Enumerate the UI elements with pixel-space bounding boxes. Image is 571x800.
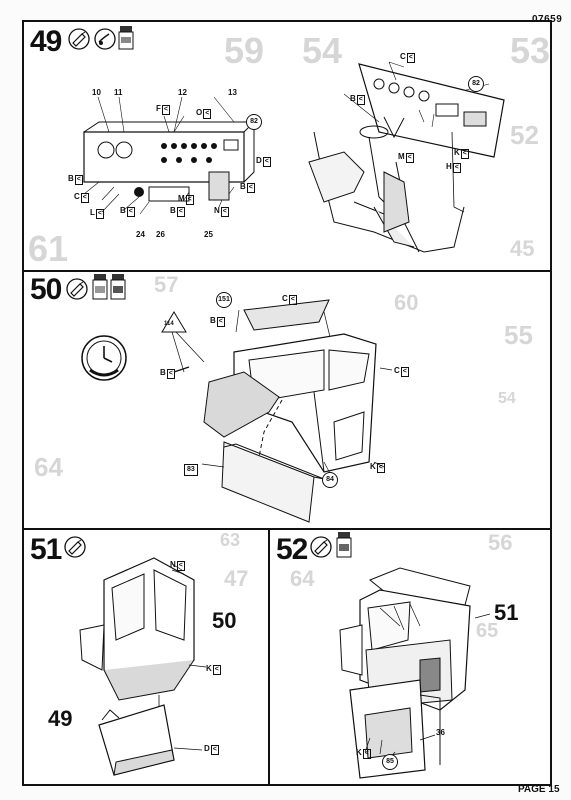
part-callout: 85: [382, 754, 398, 770]
part-number: 114: [164, 321, 174, 327]
letter-marker: B<: [120, 206, 135, 217]
part-number: 13: [228, 88, 237, 97]
part-callout: 82: [468, 76, 484, 92]
part-number: 11: [114, 88, 123, 97]
part-number: 25: [204, 230, 213, 239]
part-number: 24: [136, 230, 145, 239]
letter-marker: H<: [446, 162, 461, 173]
letter-marker: D<: [256, 156, 271, 167]
kit-reference: 07659: [532, 14, 562, 25]
letter-marker: B<: [350, 94, 365, 105]
part-number: 36: [436, 728, 445, 737]
dashboard-diagram: [83, 61, 505, 253]
cab-dash-fit-diagram: [339, 567, 491, 779]
letter-marker: N<: [214, 206, 229, 217]
letter-marker: D<: [204, 744, 219, 755]
letter-marker: B<: [240, 182, 255, 193]
letter-marker: K<: [454, 148, 469, 159]
letter-marker: L<: [90, 208, 104, 219]
letter-marker: K<: [370, 462, 385, 473]
letter-marker: B<: [170, 206, 185, 217]
step-number: 49: [30, 25, 62, 58]
part-number: 26: [156, 230, 165, 239]
step-number: 50: [30, 273, 62, 306]
letter-marker: M<: [178, 194, 194, 205]
letter-marker: C<: [400, 52, 415, 63]
part-callout: 84: [322, 472, 338, 488]
letter-marker: C<: [74, 192, 89, 203]
part-box-label: 83: [184, 464, 198, 476]
part-callout: 151: [216, 292, 232, 308]
step-reference: 51: [494, 600, 519, 625]
letter-marker: M<: [398, 152, 414, 163]
part-number: 12: [178, 88, 187, 97]
cab-shell-diagram: [161, 299, 393, 523]
page-number: PAGE 15: [518, 784, 560, 795]
step-50-panel: 57 60 55 54 64 50: [22, 270, 552, 532]
letter-marker: F<: [156, 104, 170, 115]
step-52-panel: 56 64 65 52 51 36 85 K<: [268, 528, 552, 786]
letter-marker: C<: [282, 294, 297, 305]
part-number: 10: [92, 88, 101, 97]
step-51-panel: 63 47 51 50 49 N< K< D<: [22, 528, 272, 786]
part-callout: 82: [246, 114, 262, 130]
step-reference: 49: [48, 706, 73, 731]
step-49-panel: 59 54 53 61 52 45 49: [22, 20, 552, 274]
cab-assembly-diagram: [79, 557, 207, 776]
letter-marker: K<: [206, 664, 221, 675]
letter-marker: N<: [170, 560, 185, 571]
letter-marker: O<: [196, 108, 212, 119]
step-reference: 50: [212, 608, 237, 633]
letter-marker: B<: [210, 316, 225, 327]
letter-marker: B<: [160, 368, 175, 379]
step-number: 52: [276, 533, 308, 566]
letter-marker: C<: [394, 366, 409, 377]
step-number: 51: [30, 533, 62, 566]
letter-marker: B<: [68, 174, 83, 185]
letter-marker: K<: [356, 748, 371, 759]
